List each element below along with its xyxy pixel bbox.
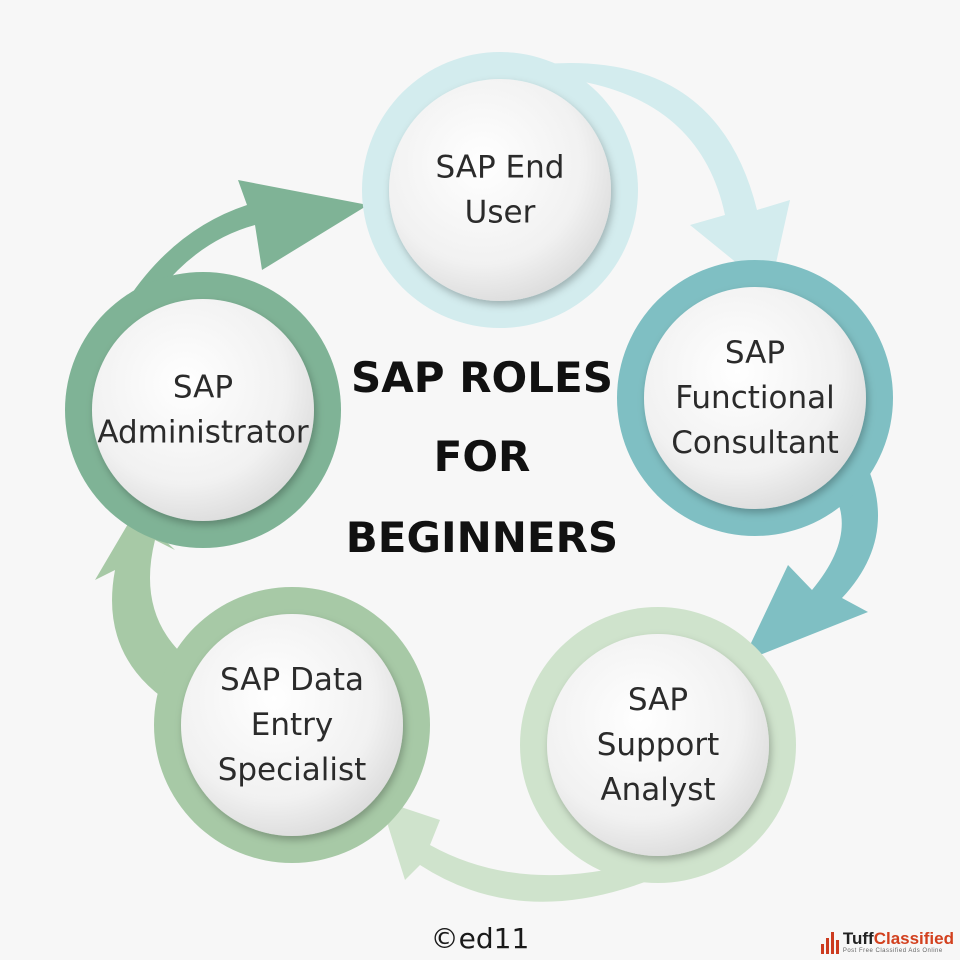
node-label-line: Support <box>597 727 720 763</box>
node-label-line: SAP <box>628 682 688 718</box>
node-label-line: User <box>465 195 536 231</box>
node-label-line: Consultant <box>671 425 839 461</box>
node-label-line: SAP End <box>436 150 565 186</box>
arrow-admin-to-enduser <box>115 180 368 320</box>
arrow-support-to-dataentry <box>380 800 650 902</box>
title-line-3: BEGINNERS <box>346 513 618 562</box>
copyright-text: ©ed11 <box>430 922 530 955</box>
watermark-tagline: Post Free Classified Ads Online <box>842 948 943 954</box>
watermark-brand-part1: Tuff <box>842 929 874 948</box>
node-disc <box>389 79 611 301</box>
node-label-line: Functional <box>675 380 834 416</box>
node-label-line: Analyst <box>600 772 715 808</box>
tuffclassified-watermark: TuffClassified Post Free Classified Ads … <box>820 929 954 954</box>
title-line-2: FOR <box>434 432 531 481</box>
node-label-line: Entry <box>251 707 333 743</box>
node-disc <box>644 287 866 509</box>
arrow-dataentry-to-admin <box>95 512 195 708</box>
bar-chart-logo-icon <box>820 932 839 954</box>
node-disc <box>547 634 769 856</box>
node-sap-administrator: SAP Administrator <box>65 272 341 548</box>
watermark-brand-part2: Classified <box>873 929 954 948</box>
node-label-line: SAP <box>725 335 785 371</box>
node-label-line: SAP <box>173 370 233 406</box>
node-label-line: Specialist <box>218 752 367 788</box>
node-disc <box>181 614 403 836</box>
title-line-1: SAP ROLES <box>351 353 613 402</box>
node-disc <box>92 299 314 521</box>
arrow-enduser-to-functional <box>420 63 790 290</box>
node-label-line: Administrator <box>97 415 309 451</box>
node-label-line: SAP Data <box>220 662 364 698</box>
